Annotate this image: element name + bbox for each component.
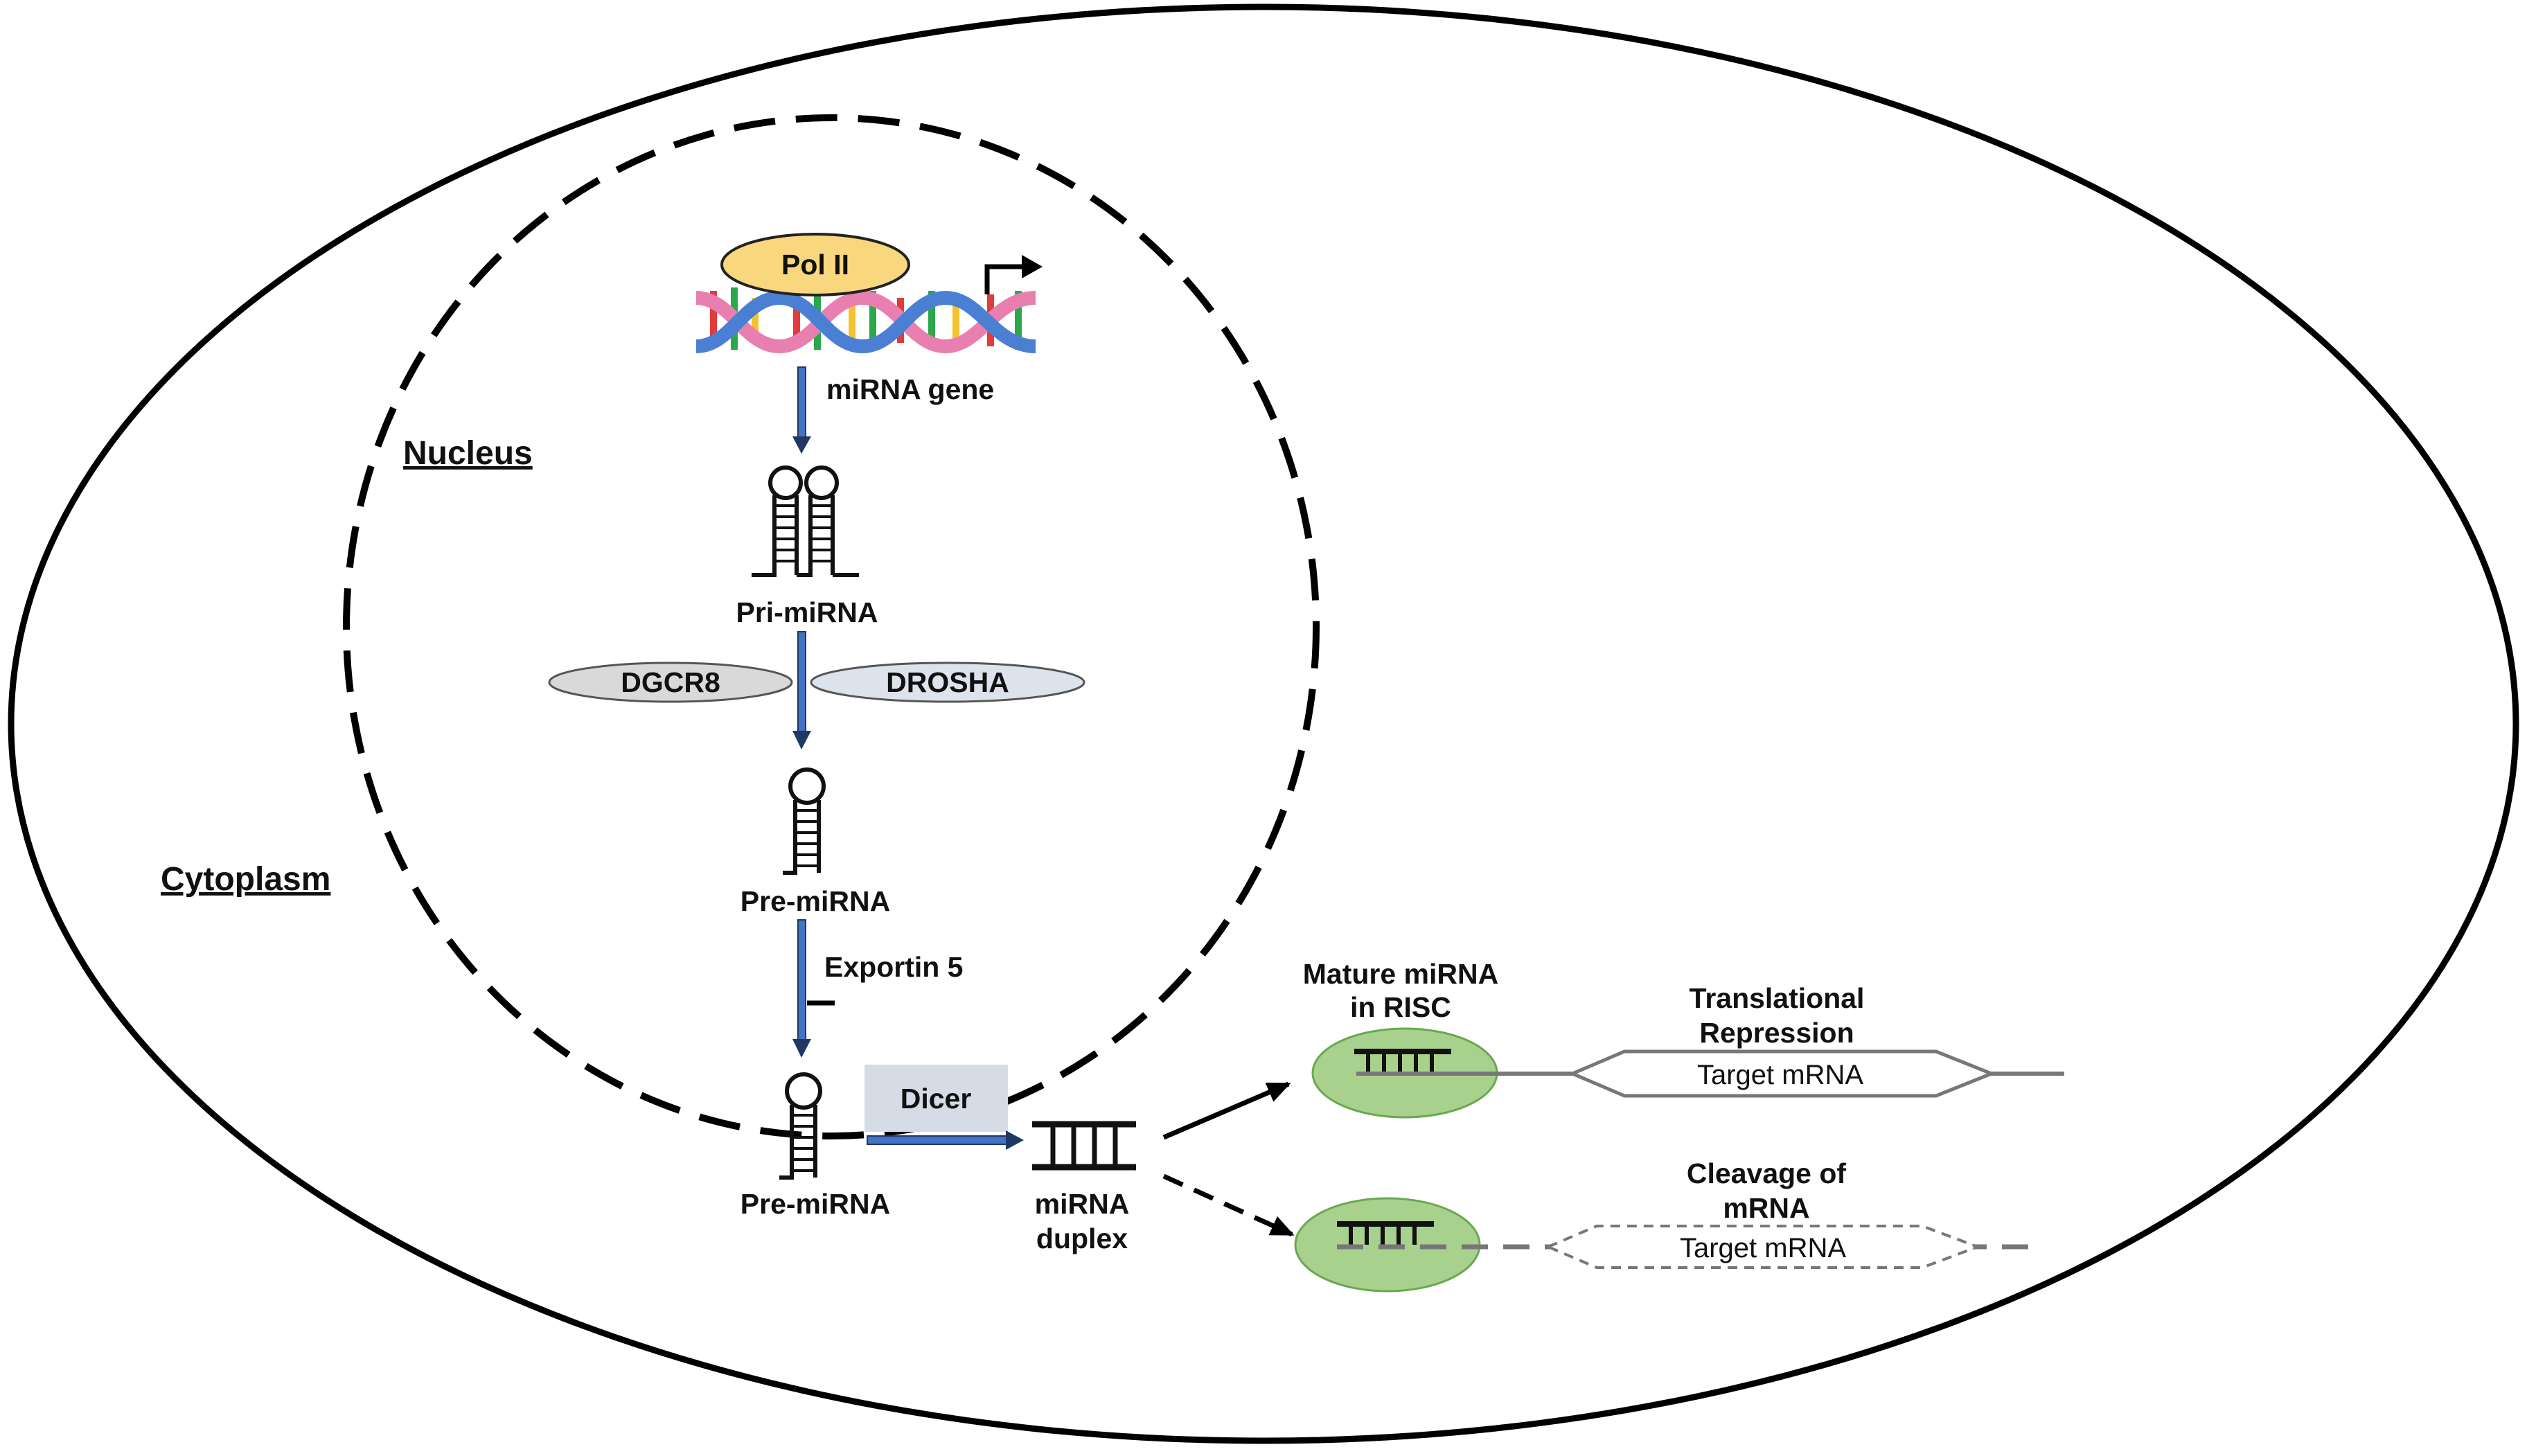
dicer-enzyme: Dicer [864,1065,1008,1132]
svg-text:Dicer: Dicer [901,1083,972,1115]
translational-repression-label-line2: Repression [1699,1017,1854,1049]
exportin-label: Exportin 5 [824,951,963,983]
pre-mirna-nucleus-structure [783,767,826,875]
svg-text:Target mRNA: Target mRNA [1697,1060,1863,1090]
drosha-protein: DROSHA [810,662,1085,703]
svg-text:Pol II: Pol II [781,249,849,281]
cleavage-label-line2: mRNA [1723,1192,1809,1224]
cell-membrane [8,3,2519,1444]
mirna-duplex-label-line1: miRNA [1035,1188,1130,1220]
mature-mirna-label-line1: Mature miRNA [1303,958,1498,990]
arrow-export [792,919,811,1058]
cleavage-label-line1: Cleavage of [1687,1157,1846,1189]
arrow-to-repression [1162,1081,1291,1140]
nucleus-envelope [343,114,1320,1139]
arrow-to-cleavage [1162,1173,1295,1237]
arrow-gene-to-pri [792,366,811,454]
dna-helix [695,287,1036,354]
pri-mirna-structure [752,465,859,577]
translational-repression-label-line1: Translational [1690,982,1865,1014]
target-mrna-repression: Target mRNA [1356,1049,2064,1098]
pri-mirna-label: Pri-miRNA [736,596,878,628]
svg-text:DGCR8: DGCR8 [621,666,720,698]
pre-mirna-cytoplasm-label: Pre-miRNA [741,1188,890,1220]
cytoplasm-label: Cytoplasm [161,861,330,898]
target-mrna-cleavage: Target mRNA [1337,1225,2043,1269]
arrow-dicer [867,1130,1024,1150]
svg-text:DROSHA: DROSHA [886,666,1009,698]
mirna-duplex-structure [1032,1121,1136,1171]
mirna-duplex-label-line2: duplex [1036,1223,1128,1254]
mirna-gene-label: miRNA gene [826,373,994,405]
pol-ii-enzyme: Pol II [720,233,910,296]
dgcr8-protein: DGCR8 [548,662,793,703]
svg-text:Target mRNA: Target mRNA [1680,1233,1846,1263]
transcription-start-arrowhead [1022,255,1043,278]
arrow-pri-to-pre [792,631,811,749]
transcription-start-arrow [984,264,1029,294]
pre-mirna-cytoplasm-structure [779,1072,822,1180]
pre-mirna-nucleus-label: Pre-miRNA [741,885,890,917]
mature-mirna-label-line2: in RISC [1350,991,1451,1023]
nucleus-label: Nucleus [403,435,533,472]
